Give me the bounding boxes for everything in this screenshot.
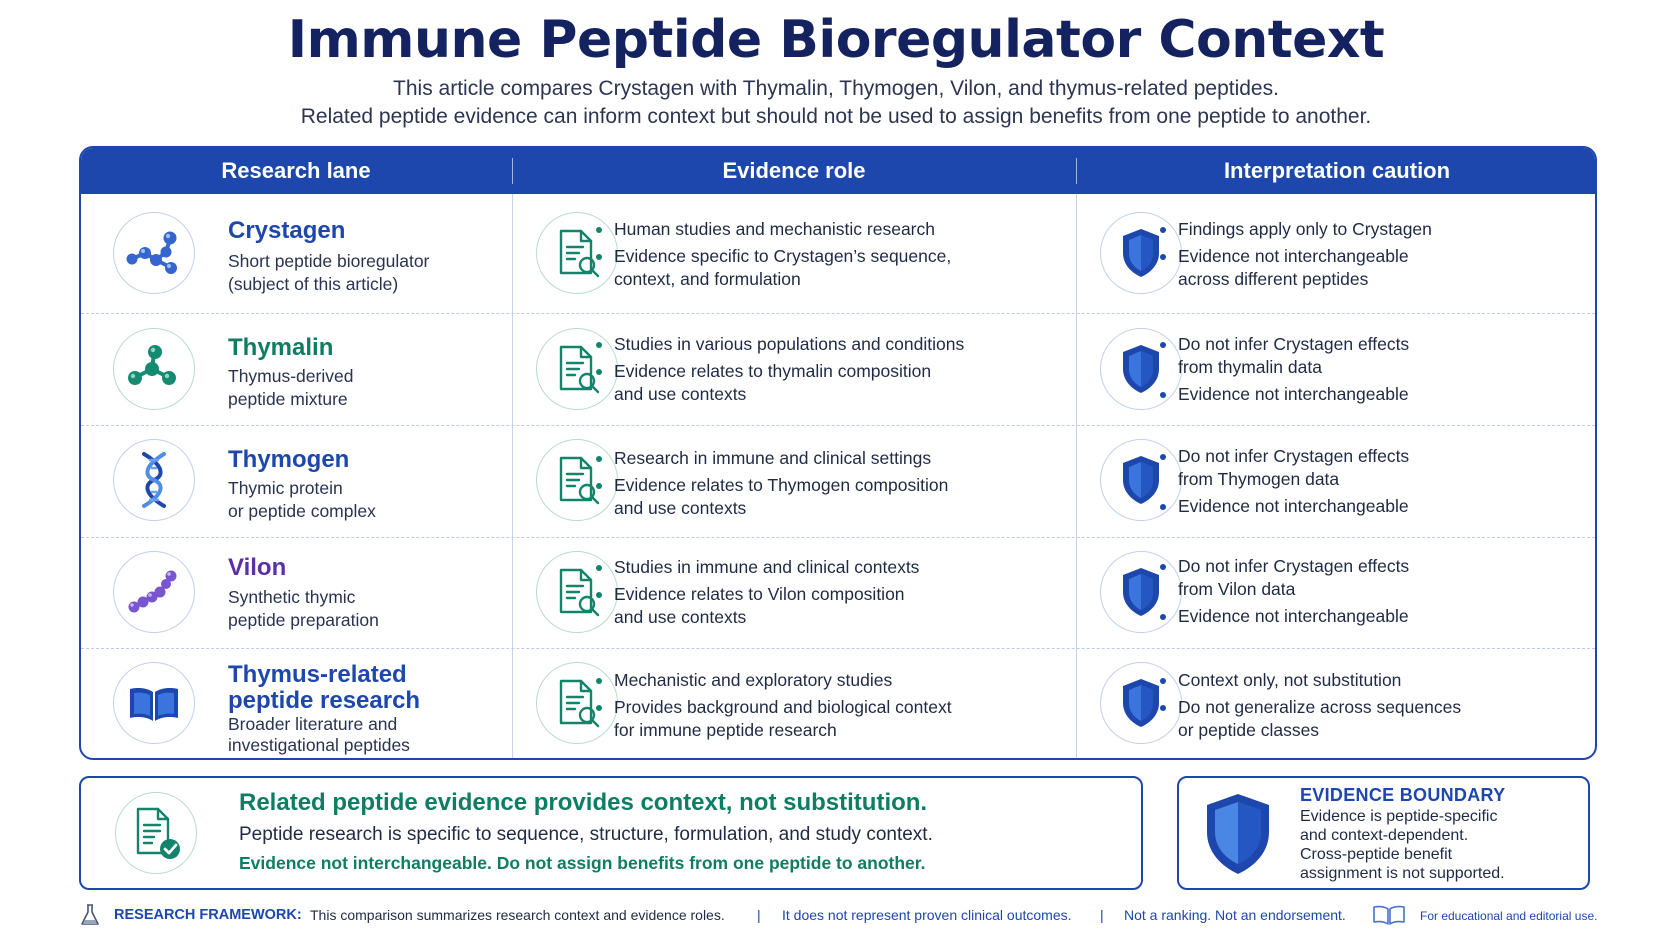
caution-item: Do not generalize across sequences or pe… bbox=[1158, 696, 1461, 742]
peptide-chain-icon bbox=[113, 551, 195, 633]
evidence-item: Evidence relates to thymalin composition… bbox=[594, 360, 964, 406]
table-row-thymalin: Thymalin Thymus-derived peptide mixture … bbox=[81, 313, 1595, 425]
caution-item: Do not infer Crystagen effects from thym… bbox=[1158, 333, 1409, 379]
evidence-list: Human studies and mechanistic research E… bbox=[594, 218, 951, 295]
lane-name: Vilon bbox=[228, 554, 287, 581]
footer: RESEARCH FRAMEWORK: This comparison summ… bbox=[0, 900, 1672, 930]
caution-item: Evidence not interchangeable bbox=[1158, 383, 1409, 406]
footer-label: RESEARCH FRAMEWORK: bbox=[114, 907, 302, 923]
lane-description: Short peptide bioregulator (subject of t… bbox=[228, 251, 430, 294]
table-row-thymogen: Thymogen Thymic protein or peptide compl… bbox=[81, 425, 1595, 537]
evidence-list: Studies in immune and clinical contexts … bbox=[594, 556, 919, 633]
footer-text: For educational and editorial use. bbox=[1420, 909, 1598, 923]
row-divider bbox=[81, 313, 1595, 314]
document-search-icon bbox=[536, 328, 618, 410]
lane-description: Broader literature and investigational p… bbox=[228, 714, 410, 755]
page-subtitle-line-1: This article compares Crystagen with Thy… bbox=[393, 77, 1279, 100]
evidence-item: Evidence relates to Thymogen composition… bbox=[594, 474, 948, 520]
caution-item: Context only, not substitution bbox=[1158, 669, 1461, 692]
column-header-research-lane: Research lane bbox=[221, 158, 371, 183]
column-header-interpretation-caution: Interpretation caution bbox=[1223, 158, 1451, 183]
evidence-list: Mechanistic and exploratory studies Prov… bbox=[594, 669, 952, 746]
boundary-text: Evidence is peptide-specific and context… bbox=[1300, 808, 1505, 882]
molecule-green-icon bbox=[113, 328, 195, 410]
evidence-list: Studies in various populations and condi… bbox=[594, 333, 964, 410]
shield-icon bbox=[1100, 439, 1182, 521]
caution-item: Findings apply only to Crystagen bbox=[1158, 218, 1432, 241]
document-search-icon bbox=[536, 551, 618, 633]
column-divider bbox=[512, 194, 513, 758]
caution-item: Evidence not interchangeable bbox=[1158, 495, 1409, 518]
caution-item: Evidence not interchangeable across diff… bbox=[1158, 245, 1432, 291]
footer-separator: | bbox=[757, 907, 761, 923]
lane-description: Synthetic thymic peptide preparation bbox=[228, 587, 379, 630]
evidence-item: Human studies and mechanistic research bbox=[594, 218, 951, 241]
flask-icon bbox=[81, 904, 99, 925]
evidence-item: Mechanistic and exploratory studies bbox=[594, 669, 952, 692]
lane-name: Thymus-related peptide research bbox=[228, 661, 421, 714]
caution-list: Do not infer Crystagen effects from Thym… bbox=[1158, 445, 1409, 522]
evidence-item: Evidence specific to Crystagen’s sequenc… bbox=[594, 245, 951, 291]
shield-icon bbox=[1100, 662, 1182, 744]
document-search-icon bbox=[536, 212, 618, 294]
caution-list: Findings apply only to Crystagen Evidenc… bbox=[1158, 218, 1432, 295]
caution-list: Context only, not substitution Do not ge… bbox=[1158, 669, 1461, 746]
comparison-table: Research lane Evidence role Interpretati… bbox=[79, 146, 1597, 760]
evidence-item: Studies in immune and clinical contexts bbox=[594, 556, 919, 579]
header-divider bbox=[512, 158, 513, 184]
caution-item: Do not infer Crystagen effects from Thym… bbox=[1158, 445, 1409, 491]
evidence-item: Evidence relates to Vilon composition an… bbox=[594, 583, 919, 629]
document-search-icon bbox=[536, 439, 618, 521]
large-shield-icon bbox=[1207, 794, 1269, 874]
column-divider bbox=[1076, 194, 1077, 758]
row-divider bbox=[81, 648, 1595, 649]
evidence-item: Provides background and biological conte… bbox=[594, 696, 952, 742]
page-subtitle-line-2: Related peptide evidence can inform cont… bbox=[300, 105, 1372, 128]
shield-icon bbox=[1100, 328, 1182, 410]
lane-description: Thymus-derived peptide mixture bbox=[228, 366, 354, 409]
open-book-icon bbox=[113, 662, 195, 744]
caution-list: Do not infer Crystagen effects from thym… bbox=[1158, 333, 1409, 410]
dna-icon bbox=[113, 439, 195, 521]
document-check-icon bbox=[115, 792, 197, 874]
table-row-thymus-related: Thymus-related peptide research Broader … bbox=[81, 648, 1595, 758]
summary-title: Related peptide evidence provides contex… bbox=[239, 789, 928, 816]
evidence-item: Studies in various populations and condi… bbox=[594, 333, 964, 356]
table-row-crystagen: Crystagen Short peptide bioregulator (su… bbox=[81, 194, 1595, 313]
footer-separator: | bbox=[1100, 907, 1104, 923]
table-row-vilon: Vilon Synthetic thymic peptide preparati… bbox=[81, 537, 1595, 648]
summary-text: Peptide research is specific to sequence… bbox=[239, 824, 933, 845]
book-icon bbox=[1373, 905, 1405, 925]
shield-icon bbox=[1100, 212, 1182, 294]
footer-text: It does not represent proven clinical ou… bbox=[782, 907, 1072, 923]
lane-name: Crystagen bbox=[228, 217, 346, 244]
caution-item: Do not infer Crystagen effects from Vilo… bbox=[1158, 555, 1409, 601]
table-header: Research lane Evidence role Interpretati… bbox=[81, 148, 1595, 194]
caution-list: Do not infer Crystagen effects from Vilo… bbox=[1158, 555, 1409, 632]
lane-name: Thymogen bbox=[228, 446, 350, 473]
lane-description: Thymic protein or peptide complex bbox=[228, 478, 376, 521]
summary-emphasis: Evidence not interchangeable. Do not ass… bbox=[239, 853, 926, 873]
evidence-list: Research in immune and clinical settings… bbox=[594, 447, 948, 524]
caution-item: Evidence not interchangeable bbox=[1158, 605, 1409, 628]
document-search-icon bbox=[536, 662, 618, 744]
evidence-item: Research in immune and clinical settings bbox=[594, 447, 948, 470]
evidence-boundary-box: EVIDENCE BOUNDARY Evidence is peptide-sp… bbox=[1177, 776, 1590, 890]
boundary-title: EVIDENCE BOUNDARY bbox=[1300, 785, 1506, 805]
footer-text: This comparison summarizes research cont… bbox=[310, 907, 725, 923]
lane-name: Thymalin bbox=[228, 334, 334, 361]
row-divider bbox=[81, 425, 1595, 426]
shield-icon bbox=[1100, 551, 1182, 633]
column-header-evidence-role: Evidence role bbox=[722, 158, 866, 183]
header-divider bbox=[1076, 158, 1077, 184]
summary-box: Related peptide evidence provides contex… bbox=[79, 776, 1143, 890]
molecule-blue-icon bbox=[113, 212, 195, 294]
page-title: Immune Peptide Bioregulator Context bbox=[287, 10, 1385, 70]
footer-text: Not a ranking. Not an endorsement. bbox=[1124, 907, 1346, 923]
row-divider bbox=[81, 537, 1595, 538]
